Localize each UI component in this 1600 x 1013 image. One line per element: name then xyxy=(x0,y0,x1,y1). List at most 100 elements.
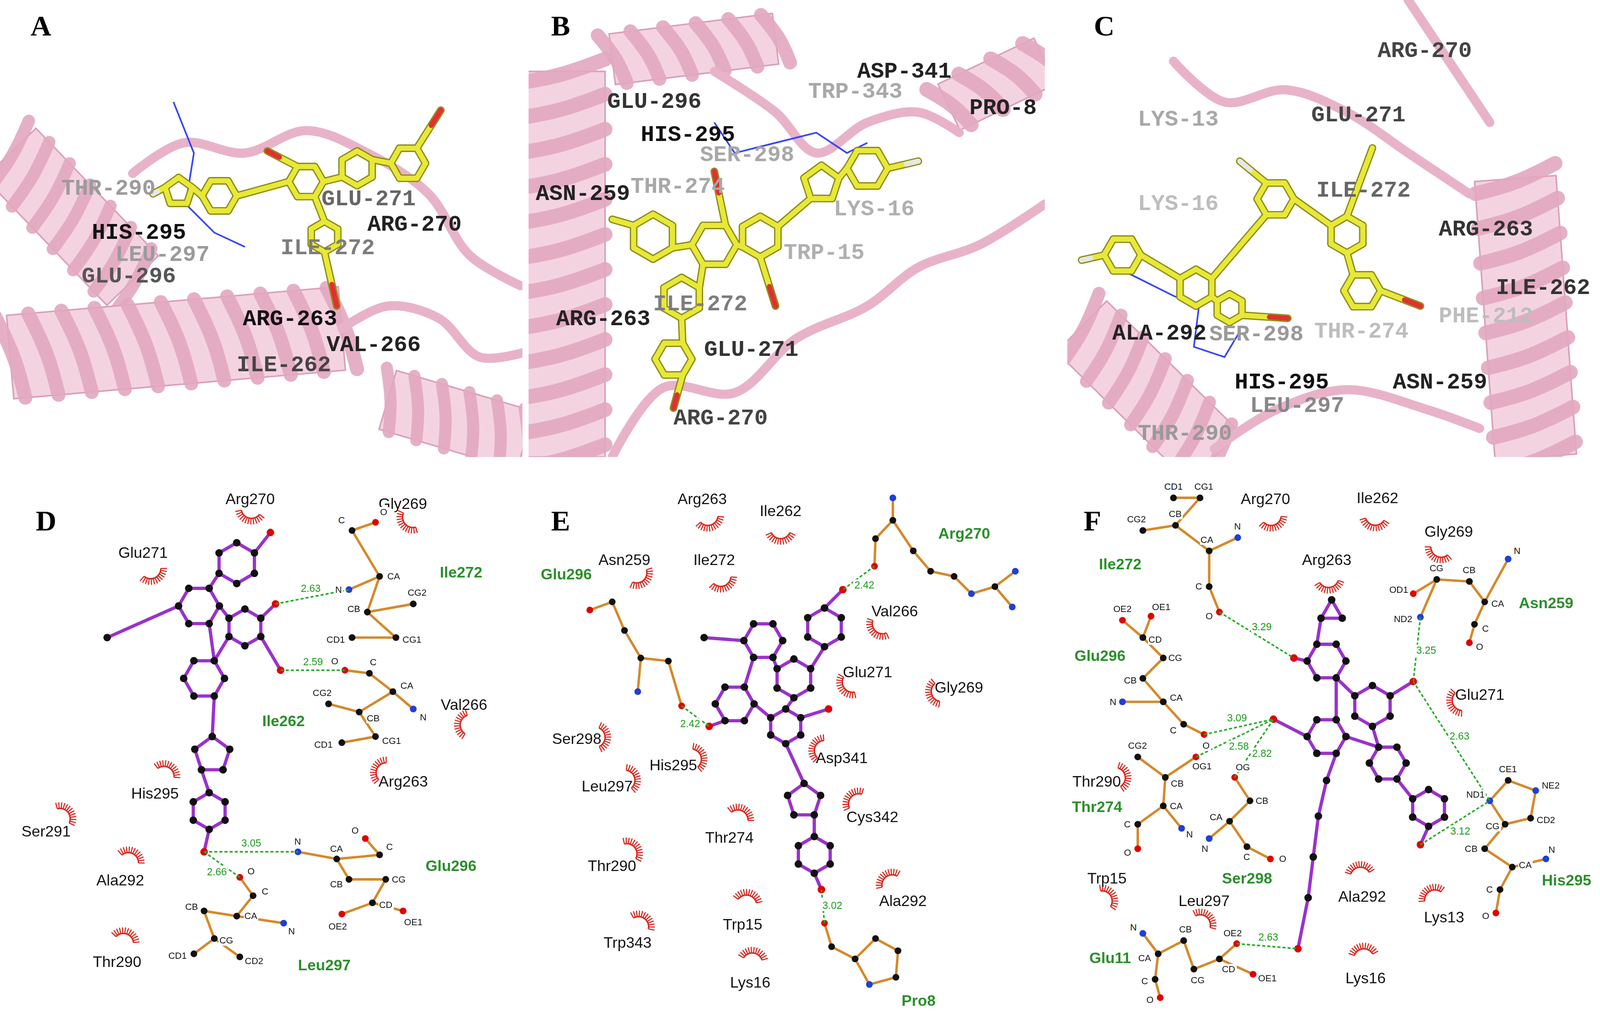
residue xyxy=(1205,774,1274,863)
ligand-stick-outline xyxy=(228,195,237,211)
atom-label: CA xyxy=(399,680,415,691)
ligand-atom xyxy=(749,620,758,628)
ligand-stick xyxy=(612,219,635,226)
residue-bond xyxy=(1163,777,1165,807)
residue-label: Lys16 xyxy=(1345,968,1386,986)
ligand-stick xyxy=(1113,236,1132,242)
ligand-atom xyxy=(225,614,234,623)
ligand-atom xyxy=(241,641,249,650)
residue-label: Thr274 xyxy=(705,827,754,846)
ligand-atom xyxy=(208,732,217,741)
ligand-stick-outline xyxy=(236,181,290,197)
ligand-atom xyxy=(1328,596,1336,604)
residue-label: Thr290 xyxy=(93,952,142,970)
contact-spoke xyxy=(635,843,640,848)
ligand-stick-outline xyxy=(760,247,778,258)
hydrophobic-contact xyxy=(1348,942,1379,956)
residue-atom xyxy=(1496,886,1504,894)
contact-spoke xyxy=(820,734,822,741)
ligand-atom xyxy=(783,791,792,800)
ligand-atom xyxy=(197,765,206,774)
atom-label: CA xyxy=(1199,534,1215,545)
contact-spoke xyxy=(729,805,733,812)
residue-label: His295 xyxy=(130,784,179,802)
ligand-atom xyxy=(810,832,819,841)
hydrogen-bond xyxy=(204,851,240,878)
contact-spoke xyxy=(1362,942,1364,949)
hydrophobic-contact xyxy=(454,709,468,739)
contact-spoke xyxy=(641,581,646,587)
ligand-stick-outline xyxy=(682,359,692,376)
ligand-stick xyxy=(201,180,211,196)
contact-spoke xyxy=(789,532,796,536)
ligand-stick xyxy=(1284,199,1295,215)
contact-spoke xyxy=(166,761,169,767)
ligand-atom xyxy=(794,841,803,850)
residue-atom xyxy=(1267,855,1274,863)
contact-spoke xyxy=(700,752,706,755)
contact-spoke xyxy=(121,927,124,934)
residue xyxy=(586,598,686,710)
residue-bond xyxy=(1136,824,1140,849)
hbond-residue-label: Arg270 xyxy=(938,523,990,542)
contact-spoke xyxy=(866,621,873,623)
atom-label: OE2 xyxy=(1222,928,1244,939)
contact-spoke xyxy=(762,958,768,961)
residue-atom xyxy=(1147,612,1155,620)
helix-turn xyxy=(193,299,224,381)
contact-spoke xyxy=(372,777,378,781)
contact-spoke xyxy=(748,819,755,822)
contact-spoke xyxy=(70,816,77,818)
ligand-stick xyxy=(1284,183,1295,200)
ligand-atom xyxy=(711,700,720,708)
residue-bond xyxy=(204,910,237,917)
helix-turn xyxy=(94,307,125,390)
contact-spoke xyxy=(808,750,815,752)
atom-label: O xyxy=(1204,611,1214,622)
contact-spoke xyxy=(1363,861,1365,868)
ligand-stick-outline xyxy=(774,226,782,248)
ligand-atom xyxy=(740,717,749,725)
ligand-atom xyxy=(190,745,199,753)
ligand-stick-outline xyxy=(1195,269,1212,279)
ligand-atom xyxy=(837,613,846,622)
residue-atom xyxy=(372,733,379,741)
ligand-stick-outline xyxy=(1346,252,1353,275)
ligand-stick-outline xyxy=(633,247,654,259)
contact-spoke xyxy=(634,783,641,786)
contact-spoke xyxy=(767,534,773,538)
helix-turn xyxy=(528,129,606,154)
ligand-stick xyxy=(725,244,737,265)
ligand-stick-outline xyxy=(725,225,737,246)
contact-spoke xyxy=(1437,884,1439,891)
contact-spoke xyxy=(646,567,653,570)
atom-label: N xyxy=(418,712,428,723)
residue-bond xyxy=(1508,780,1536,791)
contact-spoke xyxy=(599,746,603,753)
residue-label: Ser291 xyxy=(21,821,71,839)
ligand-stick-outline xyxy=(416,163,426,178)
residue-atom xyxy=(1492,909,1500,917)
residue-atom xyxy=(1504,776,1512,784)
ligand-stick-outline xyxy=(288,181,298,197)
ligand-atom xyxy=(781,740,790,748)
residue xyxy=(1481,776,1550,917)
contact-spoke xyxy=(138,859,145,861)
ligand-atom xyxy=(781,705,790,713)
contact-spoke xyxy=(396,518,403,520)
contact-spoke xyxy=(935,700,938,707)
atom-label: CG xyxy=(1189,975,1206,986)
ligand-atom xyxy=(189,657,198,665)
atom-label: OE1 xyxy=(402,917,424,928)
ligand-stick xyxy=(341,151,357,160)
contact-spoke xyxy=(61,802,62,809)
ligand-atom xyxy=(769,653,777,662)
ligand-stick xyxy=(1131,255,1141,271)
ligand-stick xyxy=(803,165,822,178)
residue-atom xyxy=(1481,598,1489,606)
contact-spoke xyxy=(133,941,140,943)
contact-spoke xyxy=(600,745,605,751)
contact-spoke xyxy=(729,580,736,584)
residue-bond xyxy=(193,938,215,954)
atom-label: ND1 xyxy=(1465,789,1486,800)
